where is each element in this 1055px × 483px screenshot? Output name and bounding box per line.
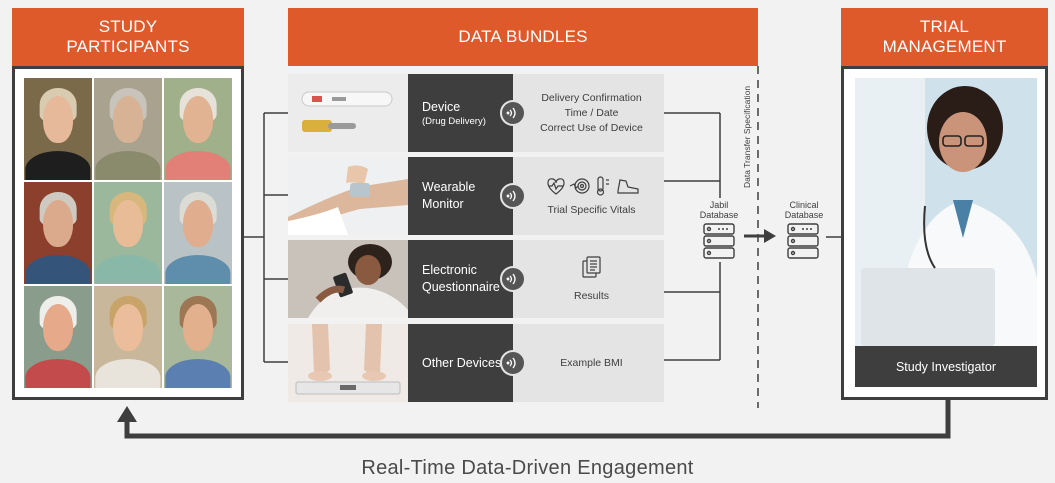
participants-header-text: STUDY PARTICIPANTS (66, 17, 190, 56)
management-header-text: TRIAL MANAGEMENT (882, 17, 1007, 56)
row-title: Wearable Monitor (422, 180, 476, 211)
bundles-header-text: DATA BUNDLES (458, 27, 588, 46)
row-results: Trial Specific Vitals (513, 157, 664, 235)
row-label: Electronic Questionnaire (408, 240, 513, 318)
participant-photo (164, 78, 232, 180)
caption: Real-Time Data-Driven Engagement (361, 457, 694, 479)
row-label: Device (Drug Delivery) (408, 74, 513, 152)
wearable-photo (288, 157, 408, 235)
result-text: Example BMI (560, 356, 623, 369)
person-with-phone-icon (288, 240, 408, 318)
result-text: Correct Use of Device (540, 121, 643, 134)
participants-photo-grid (24, 78, 232, 388)
result-text: Trial Specific Vitals (547, 203, 636, 216)
wireless-signal-icon (500, 183, 526, 209)
participant-photo (24, 182, 92, 284)
participants-header: STUDY PARTICIPANTS (12, 8, 244, 66)
scale-photo (288, 324, 408, 402)
management-header: TRIAL MANAGEMENT (841, 8, 1048, 66)
participant-photo (24, 78, 92, 180)
participant-photo (94, 182, 162, 284)
row-results: Delivery Confirmation Time / Date Correc… (513, 74, 664, 152)
bundle-row-other: Other Devices Example BMI (288, 324, 664, 402)
bundle-row-device: Device (Drug Delivery) Delivery Confirma… (288, 74, 664, 152)
participant-photo (24, 286, 92, 388)
investigator-photo (855, 78, 1037, 346)
questionnaire-document-icon (581, 255, 601, 278)
questionnaire-photo (288, 240, 408, 318)
investigator-label: Study Investigator (855, 346, 1037, 387)
jabil-db-label: Jabil Database (699, 200, 739, 220)
result-text: Delivery Confirmation (541, 91, 642, 104)
row-title: Other Devices (422, 355, 502, 370)
clinical-database-icon (787, 223, 819, 259)
result-text: Time / Date (564, 106, 619, 119)
clinical-db-label: Clinical Database (784, 200, 824, 220)
wireless-signal-icon (500, 100, 526, 126)
wireless-signal-icon (500, 350, 526, 376)
scale-icon (288, 324, 408, 402)
injector-pen-icon (301, 91, 393, 132)
participant-photo (164, 286, 232, 388)
row-label: Wearable Monitor (408, 157, 513, 235)
wireless-signal-icon (500, 266, 526, 292)
participant-photo (94, 286, 162, 388)
row-title: Device (422, 99, 461, 114)
wearable-arm-icon (288, 165, 408, 235)
row-subtitle: (Drug Delivery) (422, 115, 486, 127)
row-results: Results (513, 240, 664, 318)
row-results: Example BMI (513, 324, 664, 402)
bundles-header: DATA BUNDLES (288, 8, 758, 66)
row-title: Electronic Questionnaire (422, 263, 500, 294)
vitals-icons (546, 175, 639, 196)
device-photo (288, 74, 408, 152)
row-label: Other Devices (408, 324, 513, 402)
result-text: Results (573, 289, 609, 302)
participant-photo (164, 182, 232, 284)
participant-photo (94, 78, 162, 180)
bundle-row-questionnaire: Electronic Questionnaire Results (288, 240, 664, 318)
bundle-row-wearable: Wearable Monitor Trial Specific Vitals (288, 157, 664, 235)
jabil-database-icon (703, 223, 735, 259)
data-transfer-spec-label: Data Transfer Specification (742, 85, 752, 188)
